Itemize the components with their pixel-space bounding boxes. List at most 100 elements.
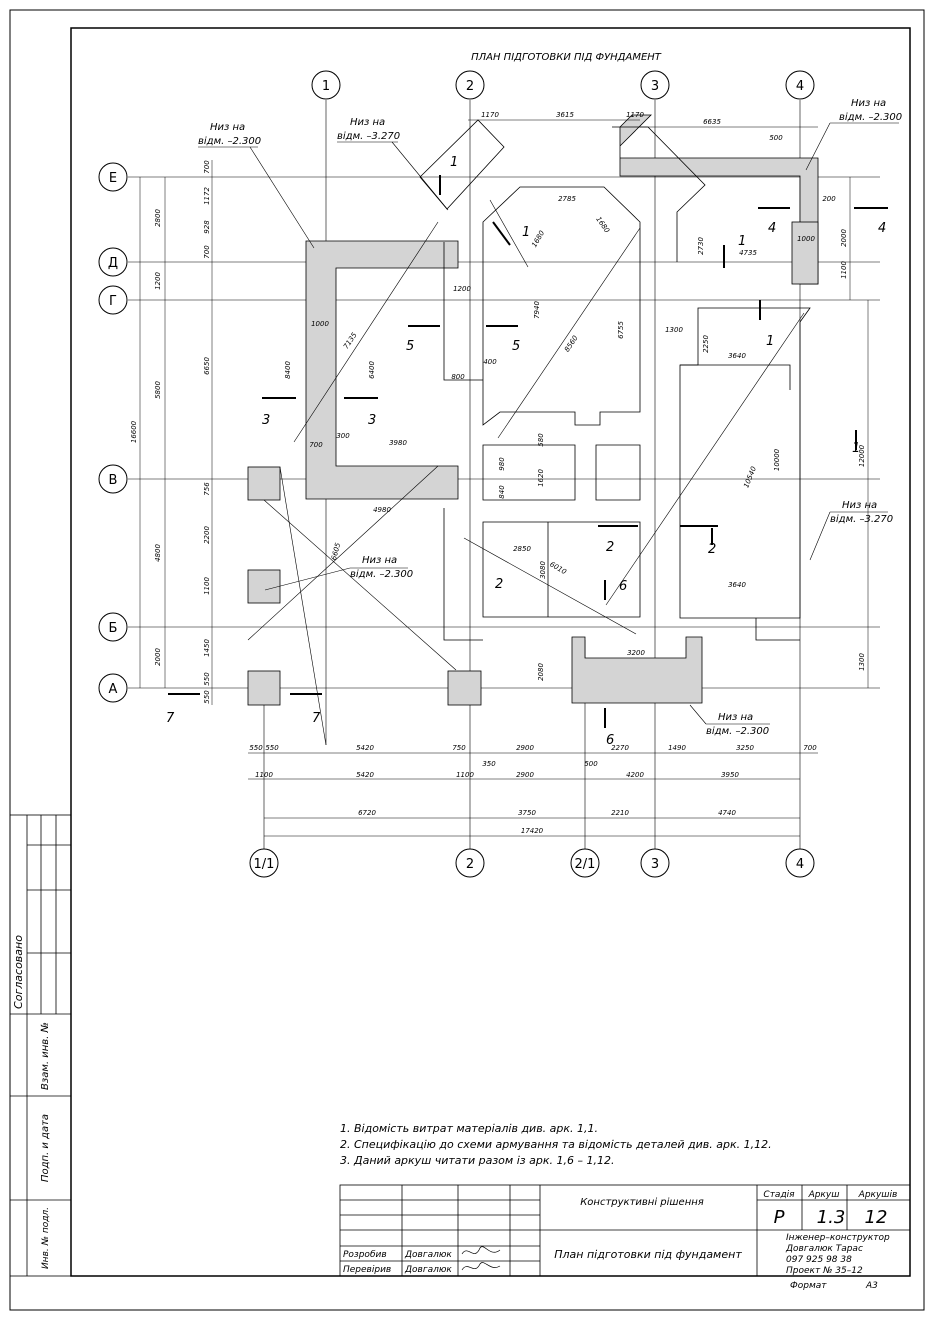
dimension-text: 2785 bbox=[558, 195, 576, 203]
dimension-text: 550 bbox=[203, 690, 211, 704]
diagonal-lines bbox=[247, 199, 805, 746]
section-label: 1 bbox=[450, 155, 458, 170]
axis-bubble bbox=[640, 848, 670, 878]
dimension-text: 2800 bbox=[154, 209, 162, 227]
foundation-pad bbox=[247, 466, 281, 501]
dimension-text: 6400 bbox=[368, 361, 376, 379]
dimension-text: 1100 bbox=[456, 771, 474, 779]
axis-bubble bbox=[98, 285, 128, 315]
axis-label-left: Г bbox=[109, 294, 117, 309]
level-label-line2: відм. –2.300 bbox=[839, 111, 902, 123]
signature-scribbles bbox=[461, 1246, 501, 1271]
dimension-text: 4800 bbox=[154, 544, 162, 562]
level-label-line1: Низ на bbox=[718, 712, 753, 723]
dimension-text: 1170 bbox=[481, 111, 499, 119]
axis-label-top: 3 bbox=[651, 79, 659, 94]
dimension-total: 17420 bbox=[521, 827, 544, 835]
dimension-text: 8560 bbox=[563, 334, 580, 354]
level-label-line2: відм. –2.300 bbox=[350, 568, 413, 580]
dimension-text: 3250 bbox=[736, 744, 754, 752]
axis-bubble bbox=[455, 70, 485, 100]
level-label-group: Низ на відм. –2.300 Низ на відм. –3.270 … bbox=[198, 98, 902, 737]
role-developer: Розробив bbox=[343, 1250, 387, 1260]
dimension-text: 6650 bbox=[203, 357, 211, 375]
dimension-text: 2000 bbox=[154, 648, 162, 666]
dimension-text: 550 bbox=[249, 744, 263, 752]
dimension-text: 756 bbox=[203, 482, 211, 496]
section-mark-labels: 1 1 1 1 1 2 2 2 3 3 4 4 5 5 6 6 7 7 bbox=[166, 155, 886, 748]
dimension-text: 1300 bbox=[858, 653, 866, 671]
side-stamp-agreed: Согласовано bbox=[12, 935, 25, 1009]
dimension-text: 2000 bbox=[840, 229, 848, 247]
dimension-text: 700 bbox=[309, 441, 323, 449]
section-label: 6 bbox=[619, 579, 627, 594]
level-label-line1: Низ на bbox=[210, 122, 245, 133]
dimension-text: 6605 bbox=[330, 541, 342, 561]
axis-bubble bbox=[640, 70, 670, 100]
axis-bubble bbox=[785, 848, 815, 878]
foundation-pad bbox=[247, 670, 281, 706]
axis-label-bottom: 2/1 bbox=[575, 857, 596, 872]
drawing-title: ПЛАН ПІДГОТОВКИ ПІД ФУНДАМЕНТ bbox=[471, 52, 662, 63]
axis-bubble bbox=[98, 162, 128, 192]
level-label-line1: Низ на bbox=[350, 117, 385, 128]
dimension-text: 5420 bbox=[356, 744, 374, 752]
dimension-text: 3640 bbox=[728, 352, 746, 360]
dimension-text: 12000 bbox=[858, 444, 866, 467]
dimension-lines bbox=[139, 119, 869, 837]
foundation-pad bbox=[791, 221, 819, 285]
level-label-line2: відм. –2.300 bbox=[706, 725, 769, 737]
axis-label-bottom: 4 bbox=[796, 857, 804, 872]
dimension-text: 500 bbox=[584, 760, 598, 768]
dimension-text: 1200 bbox=[154, 272, 162, 290]
dimension-text: 4980 bbox=[373, 506, 391, 514]
section-label: 1 bbox=[738, 234, 746, 249]
note-line: 3. Даний аркуш читати разом із арк. 1,6 … bbox=[340, 1154, 614, 1167]
outer-frame bbox=[9, 9, 925, 1311]
dimension-text: 1172 bbox=[203, 187, 211, 205]
dimension-text: 5420 bbox=[356, 771, 374, 779]
section-label: 7 bbox=[166, 711, 175, 726]
dimension-text: 700 bbox=[203, 245, 211, 259]
section-label: 3 bbox=[368, 413, 376, 428]
axis-label-left: Б bbox=[109, 621, 118, 636]
axis-label-bottom: 3 bbox=[651, 857, 659, 872]
axis-bubble bbox=[311, 70, 341, 100]
dimension-text: 750 bbox=[452, 744, 466, 752]
side-stamp-signature: Подп. и дата bbox=[40, 1114, 51, 1182]
company-line: Проект № 35–12 bbox=[786, 1266, 863, 1276]
dimension-text: 928 bbox=[203, 220, 211, 234]
stage-value: Р bbox=[774, 1207, 785, 1228]
dimension-text: 2730 bbox=[697, 237, 705, 255]
outline-geometry bbox=[419, 119, 811, 641]
dimension-text: 1100 bbox=[255, 771, 273, 779]
dimension-text: 500 bbox=[769, 134, 783, 142]
level-label-line2: відм. –2.300 bbox=[198, 135, 261, 147]
side-stamp-replacement: Взам. инв. № bbox=[40, 1022, 51, 1090]
side-stamp bbox=[9, 814, 72, 1277]
title-block bbox=[339, 1184, 911, 1277]
dimension-text: 6635 bbox=[703, 118, 721, 126]
foundation-strip-north-east bbox=[619, 114, 819, 285]
stage-label: Стадія bbox=[763, 1190, 795, 1200]
project-type: Конструктивні рішення bbox=[580, 1196, 704, 1208]
dimension-text: 3950 bbox=[721, 771, 739, 779]
dimension-text: 300 bbox=[336, 432, 350, 440]
axis-label-left: Д bbox=[108, 256, 118, 271]
person-checker: Довгалюк bbox=[404, 1265, 452, 1275]
dimension-text: 3980 bbox=[389, 439, 407, 447]
axis-bubble bbox=[570, 848, 600, 878]
dimension-text: 2080 bbox=[537, 663, 545, 681]
axis-bubbles-top bbox=[311, 70, 815, 100]
axis-label-bottom: 1/1 bbox=[254, 857, 275, 872]
dimension-text: 2900 bbox=[516, 771, 534, 779]
dimension-text: 1000 bbox=[797, 235, 815, 243]
foundation-pad bbox=[247, 569, 281, 604]
dimension-text: 550 bbox=[265, 744, 279, 752]
axis-bubble bbox=[98, 612, 128, 642]
format-value: А3 bbox=[865, 1281, 878, 1291]
role-checker: Перевірив bbox=[343, 1265, 391, 1275]
section-label: 2 bbox=[606, 540, 614, 555]
foundation-pad bbox=[447, 670, 482, 706]
